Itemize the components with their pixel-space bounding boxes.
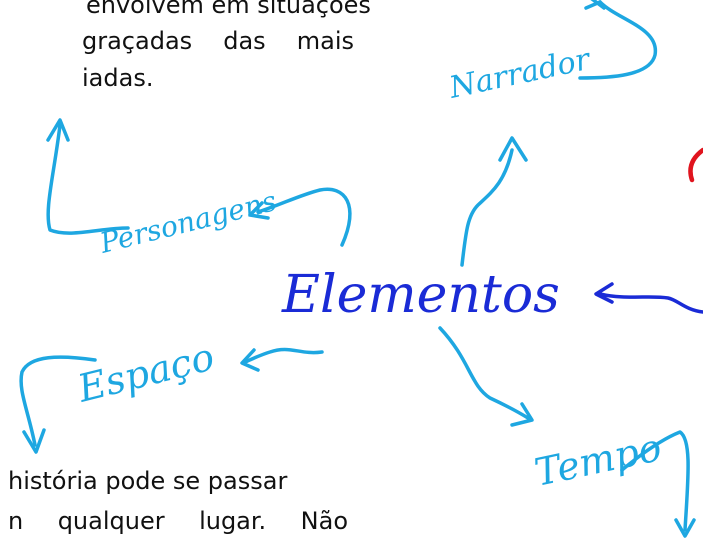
- node-espaco: Espaço: [73, 335, 219, 411]
- text-bottom-line2: n qualquer lugar. Não: [8, 503, 348, 539]
- node-narrador: Narrador: [445, 42, 594, 106]
- word: Não: [300, 507, 348, 535]
- text-top-line2: graçadas das mais: [82, 23, 354, 59]
- center-node-elementos: Elementos: [281, 265, 560, 325]
- word: das: [223, 27, 266, 55]
- arrow-tempo-down: [620, 430, 696, 538]
- word: n: [8, 507, 24, 535]
- text-bottom-line1: história pode se passar: [8, 467, 288, 495]
- text-top-line3: iadas.: [82, 64, 154, 92]
- arrow-narrador-top: [578, 0, 657, 80]
- node-tempo: Tempo: [531, 425, 665, 495]
- word: qualquer: [57, 507, 165, 535]
- arrow-to-espaco: [240, 347, 324, 372]
- node-personagens: Personagens: [96, 184, 280, 260]
- word: lugar.: [199, 507, 267, 535]
- arrow-to-tempo: [438, 326, 534, 427]
- arrow-espaco-down: [19, 355, 97, 454]
- arrow-right-to-elementos: [594, 282, 703, 314]
- text-top-line1: envolvem em situações: [86, 0, 371, 19]
- word: mais: [296, 27, 354, 55]
- arrow-to-personagens: [248, 187, 352, 247]
- arrow-to-narrador: [460, 136, 528, 267]
- arrow-personagens-up: [46, 118, 130, 235]
- red-fragment-icon: [688, 147, 703, 183]
- word: graçadas: [82, 27, 193, 55]
